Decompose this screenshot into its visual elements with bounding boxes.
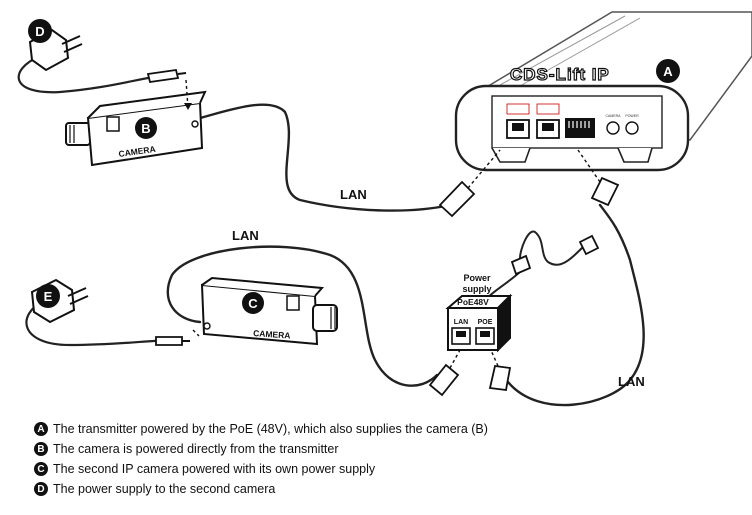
- led-power-icon: [625, 121, 639, 135]
- legend-text: The transmitter powered by the PoE (48V)…: [53, 422, 488, 436]
- camera-c-connector: [286, 295, 300, 311]
- lan-label-right: LAN: [618, 374, 645, 389]
- camera-c-top: [201, 276, 325, 297]
- lan-label-top: LAN: [340, 187, 367, 202]
- legend-badge: B: [34, 442, 48, 456]
- legend-item: B The camera is powered directly from th…: [34, 439, 734, 459]
- badge-a: [656, 59, 680, 83]
- camera-c-lens: [312, 304, 338, 332]
- legend: A The transmitter powered by the PoE (48…: [34, 419, 734, 499]
- legend-text: The power supply to the second camera: [53, 482, 276, 496]
- badge-a-label: A: [663, 64, 673, 79]
- camera-b-connector: [106, 116, 120, 132]
- badge-c: [242, 292, 264, 314]
- badge-b-label: B: [141, 121, 150, 136]
- mains-plug-top: [578, 234, 600, 256]
- camera-c: CAMERA C: [200, 276, 338, 346]
- legend-text: The camera is powered directly from the …: [53, 442, 339, 456]
- legend-badge: C: [34, 462, 48, 476]
- plug-d-arrow: [185, 79, 189, 109]
- device-brand: CDS-Lift IP: [510, 65, 610, 84]
- rj45-transmitter-poe: [590, 176, 620, 207]
- transmitter-body-shade: [499, 15, 641, 87]
- poe-title-line1: Power: [463, 273, 491, 283]
- legend-item: C The second IP camera powered with its …: [34, 459, 734, 479]
- plug-e: [155, 336, 183, 346]
- lan-cable-camera-b: [198, 103, 452, 212]
- cables: [17, 54, 645, 407]
- camera-c-label: CAMERA: [253, 328, 291, 341]
- rj45-connectors: [428, 149, 620, 397]
- panel-label-power: POWER: [625, 114, 639, 118]
- poe-port-lan-label: LAN: [454, 319, 468, 326]
- adapter-e: E: [30, 278, 200, 346]
- badge-e: [36, 284, 60, 308]
- mains-cord: [519, 230, 586, 266]
- led-camera-icon: [606, 121, 620, 135]
- legend-item: D The power supply to the second camera: [34, 479, 734, 499]
- transmitter-a: CAMERA POWER CDS-Lift IP: [454, 11, 752, 172]
- camera-b-top: [87, 90, 207, 119]
- poe-port-poe-label: POE: [478, 319, 493, 326]
- camera-b: CAMERA B: [65, 90, 207, 167]
- badge-b: [135, 117, 157, 139]
- power-cable-e: [25, 298, 180, 347]
- rj45-poe-lan: [428, 363, 460, 397]
- badge-d: [28, 19, 52, 43]
- rj45-transmitter-in: [438, 180, 476, 218]
- lan-cable-poe: [506, 203, 645, 407]
- adapter-d: D: [28, 19, 192, 110]
- rj45-poe-out: [488, 364, 512, 391]
- panel-label-camera: CAMERA: [606, 114, 622, 118]
- poe-model: PoE48V: [457, 297, 489, 307]
- legend-text: The second IP camera powered with its ow…: [53, 462, 376, 476]
- badge-c-label: C: [248, 296, 258, 311]
- poe-injector: PoE48V LAN POE Power supply: [445, 273, 513, 353]
- badge-e-label: E: [44, 289, 53, 304]
- poe-title-line2: supply: [462, 284, 491, 294]
- legend-badge: A: [34, 422, 48, 436]
- lan-cable-camera-c: [166, 245, 439, 387]
- lan-label-mid: LAN: [232, 228, 259, 243]
- badge-d-label: D: [35, 24, 44, 39]
- legend-item: A The transmitter powered by the PoE (48…: [34, 419, 734, 439]
- power-cable-d: [17, 54, 174, 94]
- mains-plug-bottom: [510, 254, 532, 276]
- legend-badge: D: [34, 482, 48, 496]
- plug-d: [146, 68, 180, 84]
- plug-e-arrow: [192, 329, 200, 337]
